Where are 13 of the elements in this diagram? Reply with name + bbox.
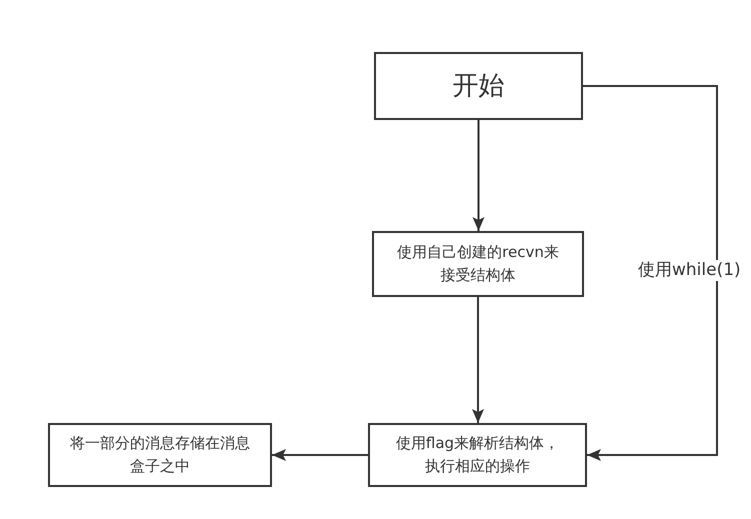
arrow	[472, 120, 484, 231]
process-box	[368, 423, 587, 487]
arrow	[272, 449, 368, 461]
process-box	[374, 52, 583, 120]
arrow	[472, 297, 484, 423]
step-text: 将一部分的消息存储在消息盒子之中	[69, 433, 251, 477]
arrow	[583, 85, 718, 461]
edge-label: 使用while(1)	[637, 260, 742, 281]
step-text: 使用flag来解析结构体，执行相应的操作	[394, 433, 560, 477]
process-box	[48, 423, 272, 487]
process-box	[372, 231, 584, 297]
step-text: 使用自己创建的recvn来接受结构体	[396, 242, 560, 286]
step-text: 开始	[452, 70, 504, 102]
